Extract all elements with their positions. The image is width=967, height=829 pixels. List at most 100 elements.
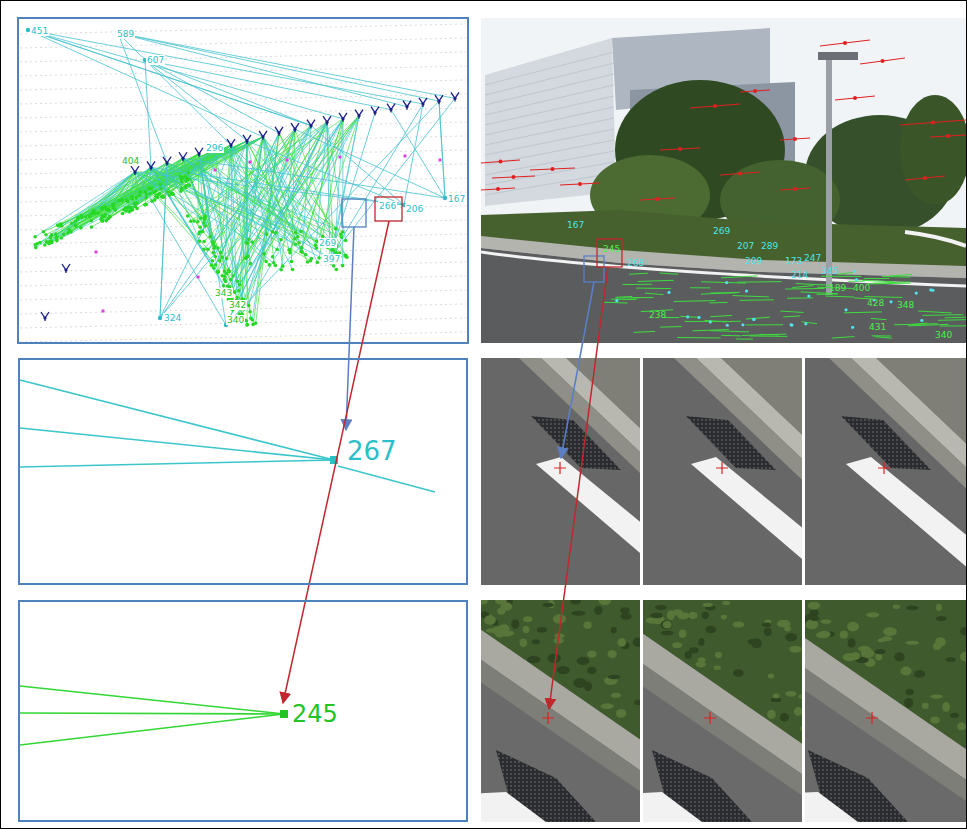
track-line (940, 325, 966, 326)
feature-point (247, 237, 251, 241)
feature-point (290, 260, 294, 264)
road-marking (905, 232, 966, 246)
camera-center (229, 143, 232, 146)
track-point (807, 295, 810, 298)
track-point (667, 291, 670, 294)
feature-point (214, 263, 218, 267)
leaf (789, 646, 802, 653)
feature-point (246, 254, 250, 258)
feature-point (211, 240, 215, 244)
feature-point (271, 230, 275, 234)
feature-point (294, 231, 298, 235)
magenta-marker (249, 161, 252, 164)
camera-center (277, 131, 280, 134)
feature-point (296, 235, 300, 239)
leaf (875, 649, 886, 654)
point-id: 340 (934, 330, 953, 340)
image-crop (481, 358, 640, 585)
curb-side (481, 632, 640, 822)
asphalt (643, 358, 802, 585)
feature-point (184, 175, 188, 179)
camera-center (64, 268, 67, 271)
ray-line (20, 713, 284, 714)
feature-point (104, 213, 108, 217)
feature-point (74, 224, 78, 228)
point-id: 173 (784, 256, 803, 266)
feature-point (299, 250, 303, 254)
feature-point (274, 231, 278, 235)
feature-point (144, 190, 148, 194)
leaf (702, 612, 709, 619)
leaf (661, 620, 673, 629)
ray-line (151, 167, 330, 262)
feature-point (43, 243, 47, 247)
leaf (802, 655, 803, 659)
feature-point (107, 209, 111, 213)
image-crop (643, 600, 802, 822)
leaf (851, 652, 860, 660)
ray-line (199, 154, 226, 325)
track-line (634, 331, 656, 332)
grid-line (20, 24, 466, 34)
feature-point (304, 253, 308, 257)
feature-point (343, 254, 347, 258)
feature-point (154, 194, 158, 198)
feature-point (145, 196, 149, 200)
ray-line (183, 158, 339, 253)
leaf (818, 631, 830, 638)
road-marking (643, 792, 702, 822)
track-line (623, 284, 653, 285)
feature-point (126, 200, 130, 204)
leaf (722, 601, 730, 605)
camera-glyph (195, 148, 203, 157)
feature-point (201, 230, 205, 234)
track-line (780, 311, 803, 312)
ray-line (118, 33, 407, 107)
track-line (890, 274, 912, 276)
feature-point (202, 247, 206, 251)
track-point (793, 137, 797, 141)
camera-center (373, 111, 376, 114)
leaf (661, 631, 674, 636)
cross-marker (716, 462, 728, 474)
road-marking (805, 792, 858, 822)
track-line (825, 296, 854, 298)
curb-side (674, 358, 802, 585)
road-marking (691, 457, 802, 585)
track-line (780, 138, 810, 140)
feature-point (264, 260, 268, 264)
track-line (738, 281, 782, 283)
leaf (634, 700, 640, 706)
feature-point (47, 242, 51, 246)
leaf (527, 656, 540, 663)
camera-glyph (355, 110, 363, 119)
track-line (750, 335, 787, 336)
point-id: 268 (626, 258, 645, 268)
leaf (848, 638, 856, 647)
ray-line (224, 116, 359, 280)
track-line (760, 334, 779, 336)
feature-point (297, 241, 301, 245)
magenta-marker (404, 155, 407, 158)
feature-point (183, 185, 187, 189)
feature-point (238, 283, 242, 287)
track-line (705, 320, 727, 322)
track-line (905, 176, 945, 180)
cross-marker (878, 462, 890, 474)
track-line (710, 331, 749, 332)
leaf (679, 629, 687, 637)
image-crop (805, 600, 966, 822)
curb-side (829, 358, 966, 585)
leaf (960, 652, 966, 662)
track-line (739, 299, 773, 301)
camera-glyph (163, 157, 171, 166)
leaf (493, 626, 499, 634)
point-id: 451 (30, 26, 49, 36)
feature-point (216, 270, 220, 274)
leaf (620, 607, 629, 613)
ray-line (135, 172, 301, 232)
track-line (832, 337, 855, 339)
point-id: 247 (803, 253, 822, 263)
highlight-box (584, 256, 604, 282)
feature-point (89, 219, 93, 223)
